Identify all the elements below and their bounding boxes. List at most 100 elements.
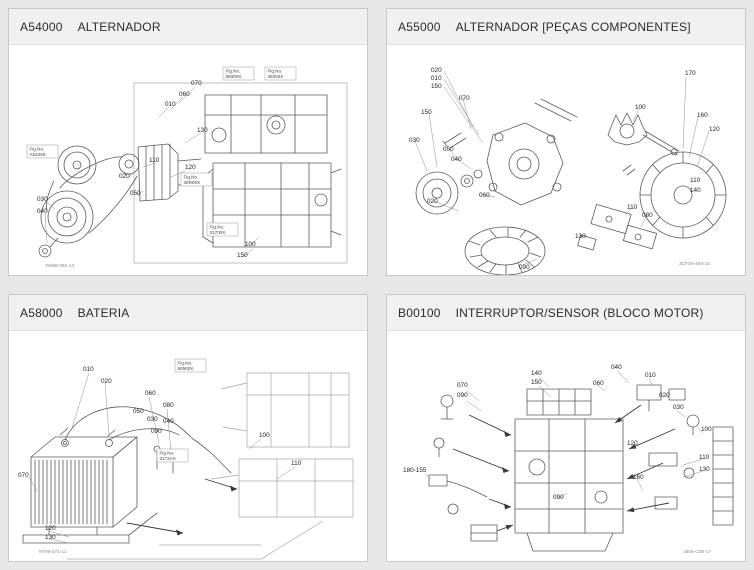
fig-ref-label: 36R00X	[184, 180, 201, 185]
part-callout: 070	[457, 382, 468, 389]
callouts-layer: 0200101500701500300500400200601001701601…	[409, 67, 720, 271]
part-callout: 060	[593, 380, 604, 387]
callouts-layer: Fig.No.A51000Fig.No.55000XFig.No.35000XF…	[26, 66, 297, 269]
part-callout: 060	[479, 192, 490, 199]
part-callout: 040	[37, 208, 48, 215]
part-callout: 140	[531, 370, 542, 377]
alternator-exploded-diagram: 0200101500701500300500400200601001701601…	[409, 67, 727, 275]
part-callout: 130	[197, 127, 208, 134]
part-callout: 100	[245, 241, 256, 248]
part-callout: 080	[642, 212, 653, 219]
part-callout: 090	[553, 494, 564, 501]
alternator-line-art	[38, 94, 342, 258]
part-callout: 090	[457, 392, 468, 399]
fig-ref-label: Fig.No.	[160, 451, 175, 456]
fig-ref-label: 50500X	[178, 366, 194, 371]
part-callout: 020	[101, 378, 112, 385]
fig-ref-label: A51000	[30, 152, 46, 157]
engine-outline-light	[67, 372, 354, 560]
panel-a55000[interactable]: A55000 ALTERNADOR [PEÇAS COMPONENTES]	[386, 8, 746, 276]
fig-ref-label: Fig.No.	[226, 69, 241, 74]
fig-ref-label: 35000X	[268, 74, 284, 79]
callouts-layer: 0700901401500400100600200301001201101301…	[403, 364, 712, 555]
part-callout: 130	[45, 534, 56, 541]
engine-sensors-diagram: 0700901401500400100600200301001201101301…	[403, 364, 734, 555]
part-callout: 170	[685, 70, 696, 77]
panel-a54000[interactable]: A54000 ALTERNADOR	[8, 8, 368, 276]
fig-ref-box	[206, 222, 239, 237]
alternator-exploded-line-art	[415, 98, 727, 275]
part-callout: 030	[37, 196, 48, 203]
fig-ref-box	[174, 358, 207, 373]
fig-ref-box	[264, 66, 297, 81]
fig-ref-box	[222, 66, 255, 81]
leader-lines	[44, 86, 260, 258]
part-callout: 050	[133, 408, 144, 415]
part-callout: 060	[145, 390, 156, 397]
part-callout: 090	[151, 428, 162, 435]
leader-lines	[28, 372, 296, 544]
part-callout: 140	[690, 187, 701, 194]
part-callout: 090	[519, 264, 530, 271]
part-callout: 100	[701, 426, 712, 433]
part-callout: 050	[130, 190, 141, 197]
part-callout: 150	[531, 379, 542, 386]
part-callout: 010	[83, 366, 94, 373]
part-callout: 150	[237, 252, 248, 259]
panel-title: BATERIA	[77, 305, 130, 320]
drawing-number: 1805-C08-17	[683, 549, 711, 555]
part-callout: 130	[575, 233, 586, 240]
part-callout: 020	[659, 392, 670, 399]
part-callout: 180-155	[403, 467, 427, 474]
fig-ref-label: Fig.No.	[30, 147, 45, 152]
part-callout: 060	[179, 91, 190, 98]
fig-ref-label: 55000X	[226, 74, 242, 79]
part-callout: 110	[699, 454, 710, 461]
part-callout: 010	[165, 101, 176, 108]
part-callout: 100	[635, 104, 646, 111]
part-callout: 020	[119, 173, 130, 180]
part-callout: 120	[627, 440, 638, 447]
part-callout: 020	[431, 67, 442, 74]
panel-header: A54000 ALTERNADOR	[9, 9, 367, 45]
fig-ref-box	[26, 144, 59, 159]
panel-code: B00100	[398, 305, 441, 320]
pointer-arrows	[126, 478, 238, 534]
panel-title: ALTERNADOR [PEÇAS COMPONENTES]	[455, 19, 691, 34]
battery-diagram: Fig.No.50500XFig.No.3172AX01002006008005…	[18, 358, 354, 560]
part-callout: 080	[163, 402, 174, 409]
alternator-diagram: Fig.No.A51000Fig.No.55000XFig.No.35000XF…	[26, 66, 348, 269]
pointer-arrows	[452, 404, 676, 532]
part-callout: 070	[18, 472, 29, 479]
part-callout: 040	[611, 364, 622, 371]
part-callout: 070	[191, 80, 202, 87]
panel-code: A58000	[20, 305, 63, 320]
part-callout: 030	[409, 137, 420, 144]
fig-ref-label: Fig.No.	[184, 175, 199, 180]
part-callout: 160	[697, 112, 708, 119]
fig-ref-box	[156, 448, 189, 463]
part-callout: 150	[421, 109, 432, 116]
drawing-number: 9Y99-071-11	[39, 549, 67, 555]
panel-title: ALTERNADOR	[77, 19, 161, 34]
part-callout: 130	[699, 466, 710, 473]
drawing-number: 0W88-050-14	[45, 263, 74, 269]
battery-line-art	[22, 406, 232, 544]
part-callout: 040	[451, 156, 462, 163]
panel-b00100[interactable]: B00100 INTERRUPTOR/SENSOR (BLOCO MOTOR)	[386, 294, 746, 562]
arrowheads	[502, 416, 637, 530]
part-callout: 160	[633, 474, 644, 481]
part-callout: 070	[459, 95, 470, 102]
part-callout: 120	[45, 525, 56, 532]
part-callout: 110	[149, 157, 160, 164]
part-callout: 110	[627, 204, 638, 211]
arrowheads	[176, 485, 237, 536]
panel-a58000[interactable]: A58000 BATERIA	[8, 294, 368, 562]
fig-ref-label: Fig.No.	[210, 225, 225, 230]
panel-header: A55000 ALTERNADOR [PEÇAS COMPONENTES]	[387, 9, 745, 45]
part-callout: 110	[690, 177, 701, 184]
